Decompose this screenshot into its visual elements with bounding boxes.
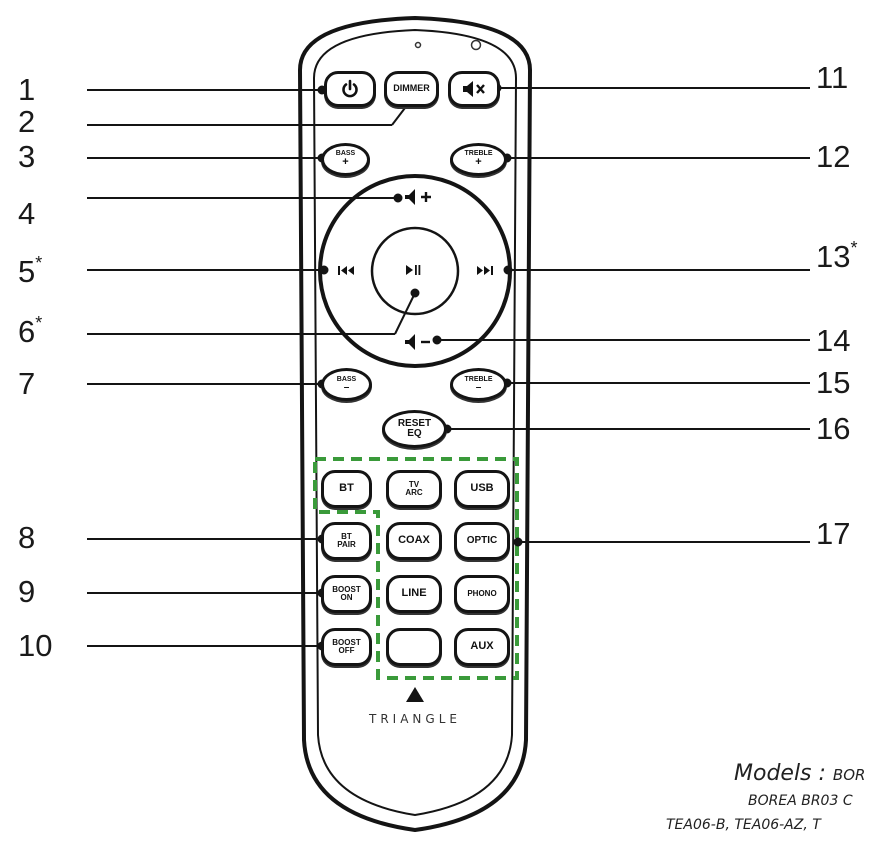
bt-pair-label-bottom: PAIR: [337, 540, 356, 549]
bass-plus-label: BASS: [335, 150, 356, 158]
ir-window: [470, 39, 482, 51]
leader-dot-14: [432, 335, 442, 345]
triangle-logo-icon: [406, 687, 424, 702]
treble-plus-label: TREBLE: [464, 150, 493, 158]
dimmer-button[interactable]: DIMMER: [384, 71, 439, 107]
reset-eq-label-bottom: EQ: [407, 428, 422, 439]
leader-dot-6: [410, 288, 420, 298]
callout-3: 3: [18, 139, 36, 174]
bass-minus-label: BASS: [336, 375, 357, 383]
callout-8: 8: [18, 520, 36, 555]
treble-plus-button[interactable]: TREBLE +: [450, 143, 507, 176]
previous-track-icon: [338, 266, 354, 275]
leader-line-6b: [394, 292, 416, 335]
reset-eq-button[interactable]: RESET EQ: [382, 410, 447, 448]
bass-plus-sign: +: [342, 156, 349, 169]
phono-label: PHONO: [467, 588, 497, 598]
callout-12: 12: [816, 139, 851, 174]
next-track-icon: [477, 266, 493, 275]
reset-eq-label-top: RESET: [397, 417, 432, 429]
power-icon: [342, 79, 358, 98]
coax-button[interactable]: COAX: [386, 522, 442, 560]
mute-icon: [463, 81, 485, 97]
treble-minus-label: TREBLE: [464, 375, 493, 383]
callout-6: 6*: [18, 313, 43, 349]
phono-button[interactable]: PHONO: [454, 575, 510, 613]
boost-off-label-bottom: OFF: [338, 646, 355, 655]
aux-button[interactable]: AUX: [454, 628, 510, 666]
boost-off-button[interactable]: BOOST OFF: [321, 628, 372, 666]
treble-minus-sign: –: [475, 381, 482, 393]
callout-7: 7: [18, 366, 36, 401]
leader-dot-13: [503, 265, 513, 275]
usb-button[interactable]: USB: [454, 470, 510, 508]
treble-minus-button[interactable]: TREBLE –: [450, 368, 507, 401]
callout-14: 14: [816, 323, 851, 358]
dimmer-label: DIMMER: [393, 83, 430, 94]
brand-logo-text: TRIANGLE: [369, 712, 461, 726]
bass-plus-button[interactable]: BASS +: [321, 143, 370, 176]
boost-on-button[interactable]: BOOST ON: [321, 575, 372, 613]
boost-off-label-top: BOOST: [332, 637, 361, 647]
bt-pair-button[interactable]: BT PAIR: [321, 522, 372, 560]
leader-dot-5: [319, 265, 329, 275]
models-line-1: Models : BOR: [734, 761, 865, 786]
leader-dot-4: [393, 193, 403, 203]
callout-15: 15: [816, 365, 851, 400]
tv-arc-label-top: TV: [408, 479, 420, 489]
boost-on-label-top: BOOST: [332, 584, 361, 594]
boost-on-label-bottom: ON: [340, 593, 353, 602]
bt-pair-label-top: BT: [341, 531, 352, 541]
tv-arc-label-bottom: ARC: [405, 488, 423, 497]
mute-button[interactable]: [448, 71, 500, 107]
optic-label: OPTIC: [466, 534, 498, 546]
line-button[interactable]: LINE: [386, 575, 442, 613]
usb-label: USB: [470, 482, 494, 495]
callout-17: 17: [816, 516, 851, 551]
power-button[interactable]: [324, 71, 376, 107]
indicator-led: [414, 41, 422, 49]
models-prefix: Models :: [734, 761, 833, 786]
coax-label: COAX: [398, 534, 430, 547]
callout-16: 16: [816, 411, 851, 446]
tv-arc-button[interactable]: TV ARC: [386, 470, 442, 508]
callout-13: 13*: [816, 238, 858, 274]
callout-11: 11: [816, 60, 849, 95]
callout-1: 1: [18, 72, 36, 107]
callout-2: 2: [18, 104, 36, 139]
callout-lines: [87, 83, 810, 651]
remote-body-inner: [312, 28, 518, 817]
volume-up-icon: [405, 189, 431, 205]
bt-label: BT: [339, 482, 354, 495]
bt-button[interactable]: BT: [321, 470, 372, 508]
callout-4: 4: [18, 196, 36, 231]
callout-5: 5*: [18, 253, 43, 289]
blank-button[interactable]: [386, 628, 442, 666]
callout-9: 9: [18, 574, 36, 609]
volume-down-icon: [405, 334, 430, 350]
models-first: BOR: [832, 766, 866, 784]
leader-dot-17: [513, 537, 523, 547]
play-pause-icon: [406, 265, 421, 275]
aux-label: AUX: [470, 640, 494, 653]
input-group-outline: [313, 457, 519, 680]
bass-minus-button[interactable]: BASS –: [321, 368, 372, 401]
optic-button[interactable]: OPTIC: [454, 522, 510, 560]
treble-plus-sign: +: [475, 156, 482, 169]
bass-minus-sign: –: [343, 381, 350, 393]
callout-10: 10: [18, 628, 53, 663]
line-label: LINE: [401, 587, 427, 600]
models-line-2: BOREA BR03 C: [748, 793, 853, 809]
models-line-3: TEA06-B, TEA06-AZ, T: [666, 817, 821, 833]
